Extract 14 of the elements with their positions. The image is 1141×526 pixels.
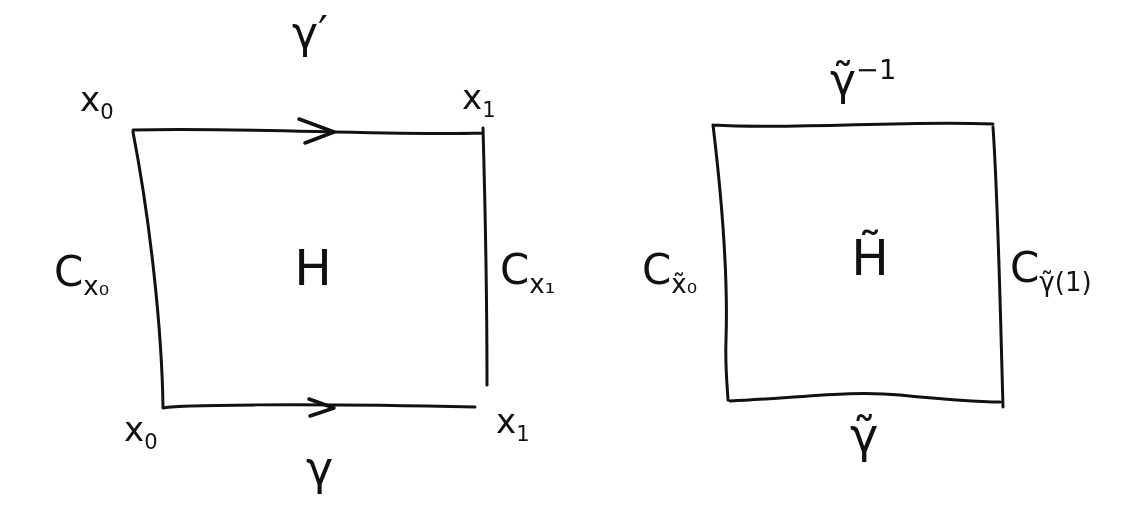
side-label: C$_{x̃₀}$	[642, 248, 698, 299]
path-label: γ̃$^{−1}$	[830, 56, 897, 103]
corner-label: x$_{1}$	[496, 404, 530, 445]
path-label: γ′	[292, 10, 329, 57]
side-label: C$_{x₀}$	[54, 250, 110, 301]
region-label: H̃	[851, 231, 889, 285]
side-label: C$_{x₁}$	[500, 248, 556, 299]
path-label: γ̃	[850, 410, 879, 461]
corner-label: x$_{1}$	[462, 80, 496, 121]
region-label: H	[294, 241, 332, 295]
corner-label: x$_{0}$	[80, 82, 114, 123]
path-label: γ	[306, 444, 334, 493]
side-label: C$_{γ̃(1)}$	[1010, 246, 1092, 297]
corner-label: x$_{0}$	[124, 412, 158, 453]
